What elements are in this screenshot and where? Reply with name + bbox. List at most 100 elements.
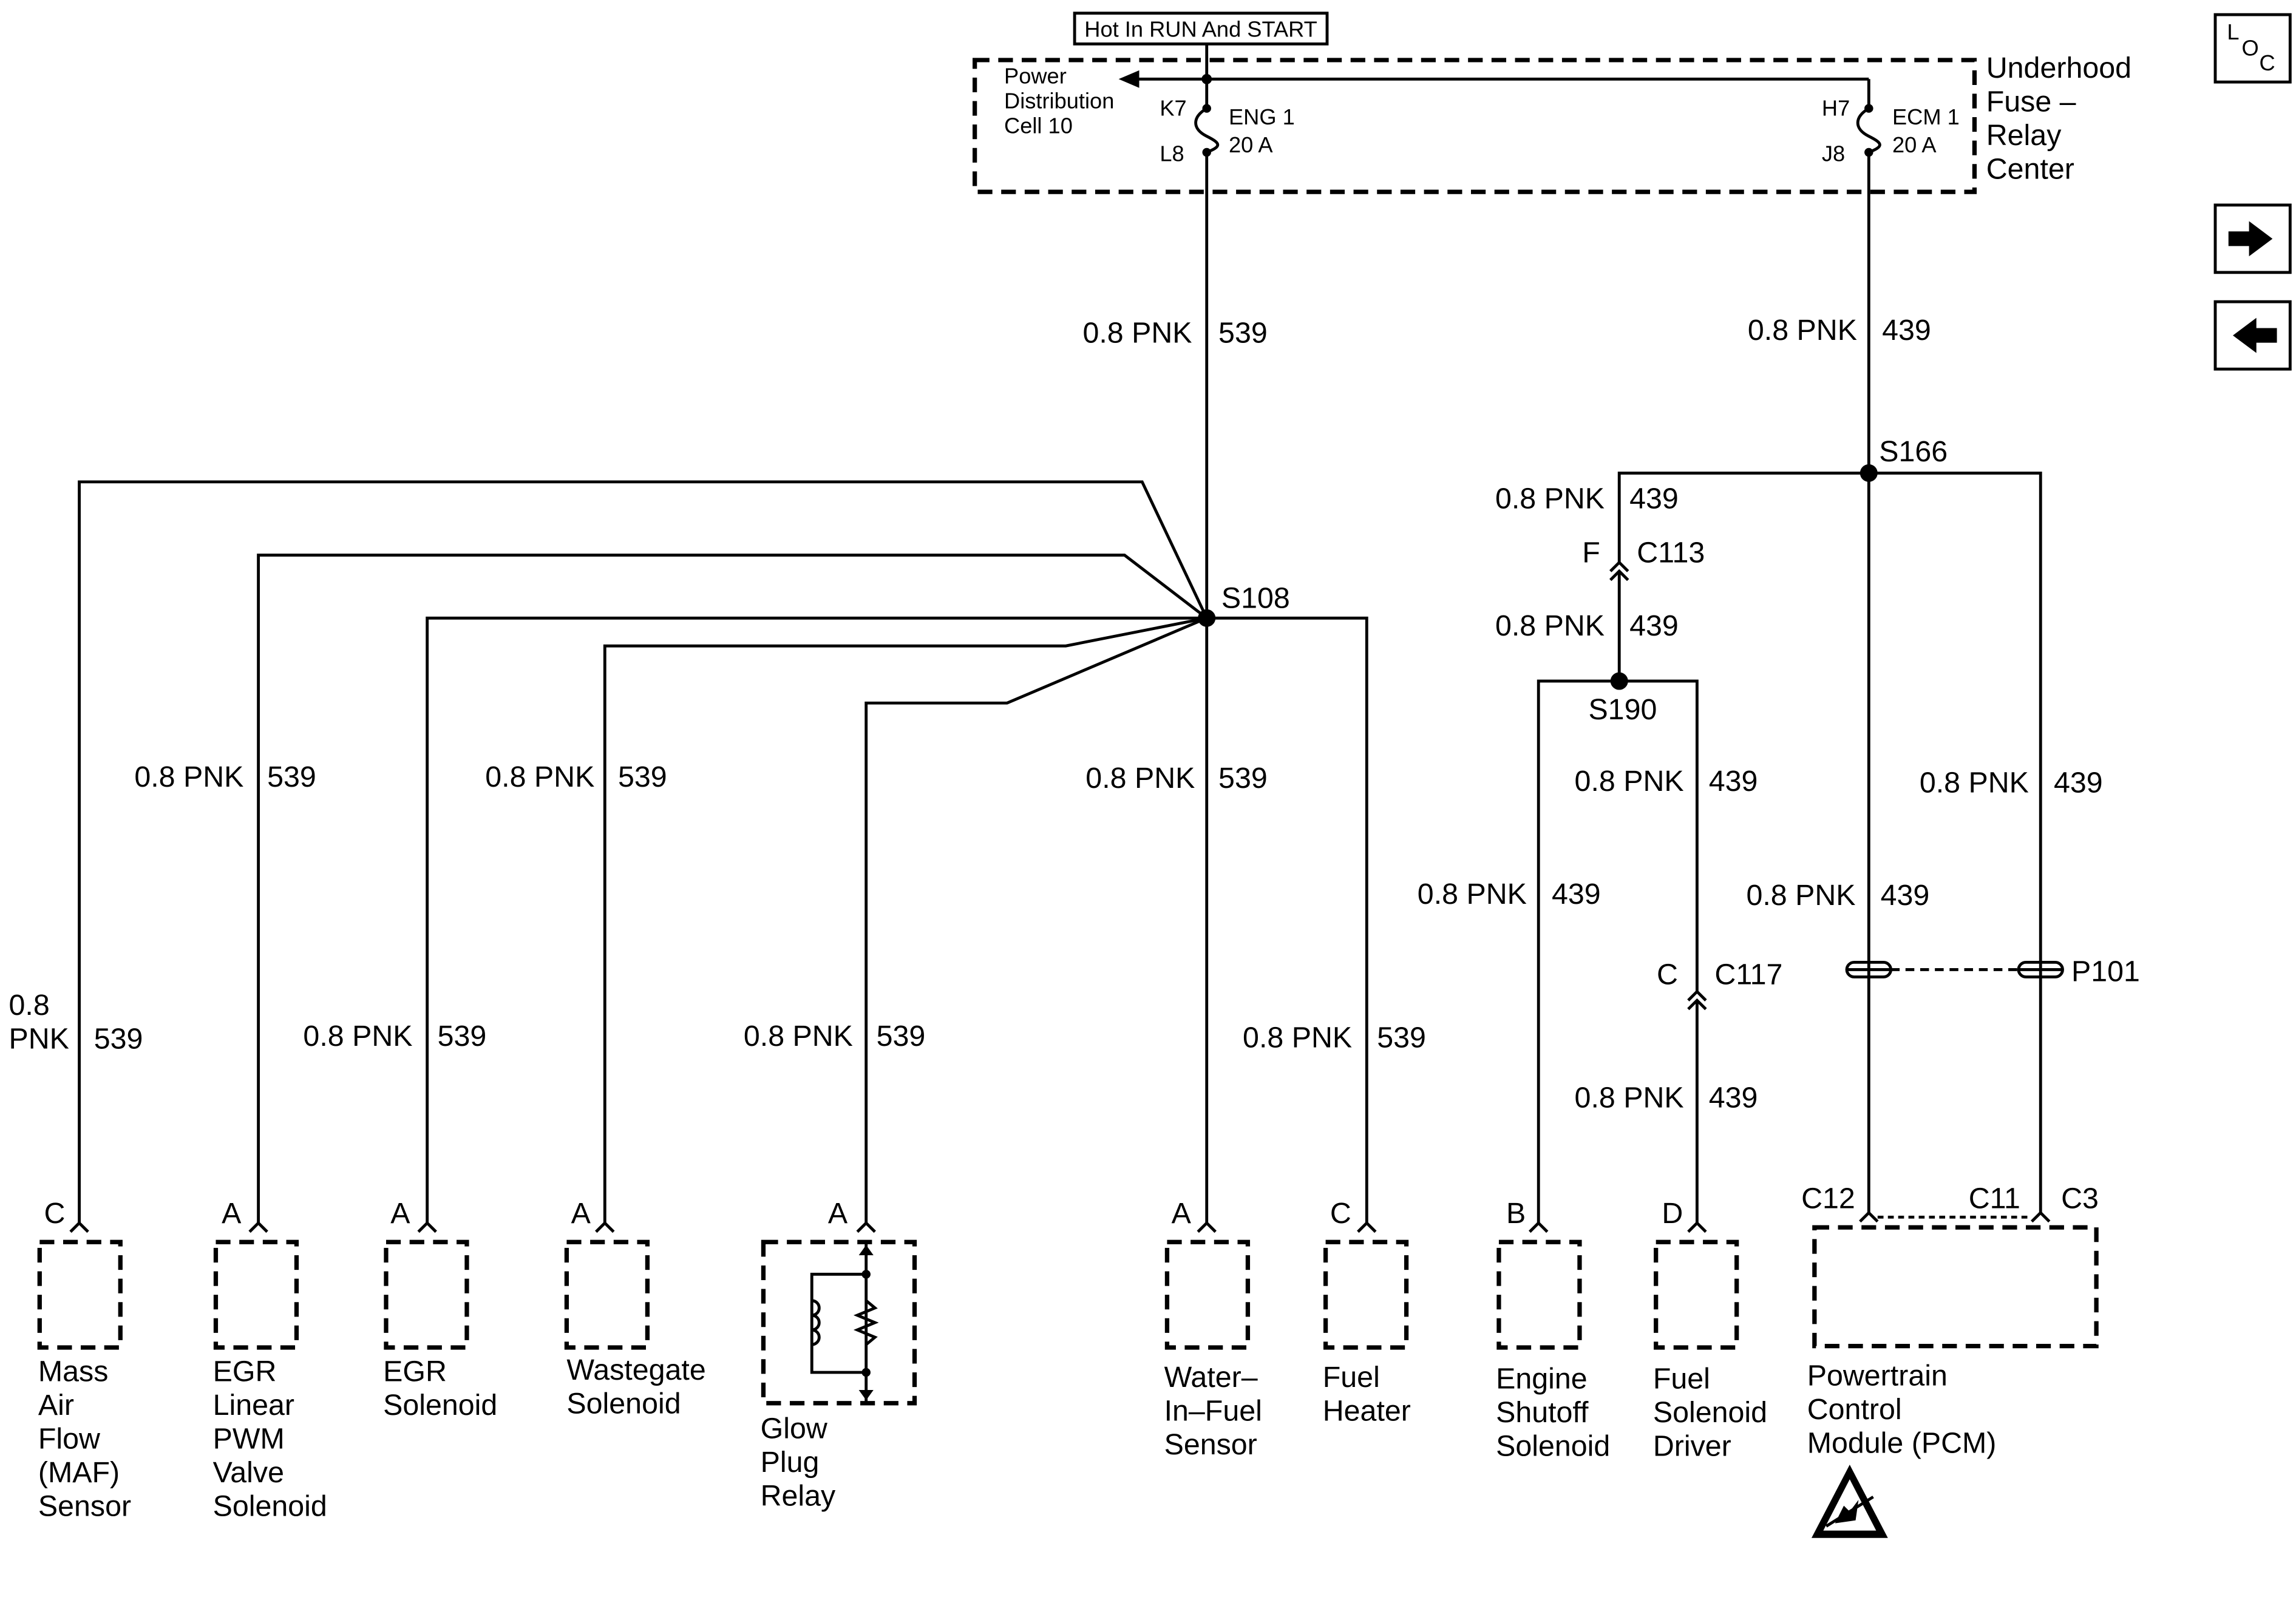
fuse-center-title-line: Relay — [1986, 119, 2062, 152]
fuse-eng1: K7 L8 ENG 1 20 A — [1160, 79, 1295, 166]
wire-439-pcm-c3 — [1869, 472, 2042, 1213]
wire-circuit-label: 539 — [438, 1020, 487, 1053]
component-egr-pwm-valve[interactable]: A EGR Linear PWM Valve Solenoid — [213, 1197, 327, 1523]
svg-text:L: L — [2227, 19, 2239, 44]
wire-circuit-label: 439 — [1709, 765, 1758, 798]
component-label: Fuel — [1323, 1361, 1380, 1394]
component-label: Flow — [38, 1423, 100, 1456]
wire-circuit-label: 439 — [1881, 879, 1930, 912]
wire-color-label: 0.8 PNK — [1243, 1021, 1352, 1054]
wire-color-label: 0.8 PNK — [744, 1020, 853, 1053]
wire-circuit-label: 439 — [1882, 314, 1931, 347]
component-pcm[interactable]: C12 C11 C3 Powertrain Control Module (PC… — [1801, 1182, 2099, 1538]
component-label: PWM — [213, 1423, 285, 1456]
wire-439-shutoff — [1537, 679, 1620, 1223]
connector-pin: C — [1657, 958, 1678, 991]
loc-icon[interactable]: L O C — [2213, 13, 2292, 84]
wire-color-label: 0.8 PNK — [1418, 878, 1527, 910]
wire-circuit-label: 439 — [1629, 609, 1679, 642]
splice-label-s166: S166 — [1879, 435, 1948, 468]
fuse-rating: 20 A — [1229, 132, 1273, 157]
connector-label: P101 — [2071, 955, 2140, 988]
connector-p101: P101 — [1845, 955, 2140, 988]
splice-label-s190: S190 — [1588, 693, 1657, 726]
component-label: Engine — [1496, 1363, 1588, 1395]
svg-text:C: C — [2260, 50, 2275, 75]
wire-circuit-label: 439 — [1709, 1081, 1758, 1114]
svg-text:O: O — [2242, 36, 2259, 61]
connector-c117: C C117 — [1657, 958, 1782, 1011]
power-distribution-label: Power Distribution Cell 10 — [1004, 64, 1114, 138]
wire-circuit-label: 539 — [1377, 1021, 1426, 1054]
connector-label: C117 — [1714, 958, 1782, 991]
wire-color-label: 0.8 PNK — [134, 761, 243, 793]
pin-label: A — [390, 1197, 410, 1230]
arrow-left-icon[interactable] — [2213, 300, 2292, 371]
pdc-arrow-icon — [1118, 70, 1140, 88]
pin-label: A — [222, 1197, 242, 1230]
wire-color-label: 0.8 PNK — [1920, 767, 2029, 799]
wire-539-heater — [1206, 616, 1368, 1223]
wire-color-label: 0.8 PNK — [1746, 879, 1855, 912]
component-label: Solenoid — [1496, 1430, 1610, 1463]
component-water-in-fuel-sensor[interactable]: A Water– In–Fuel Sensor — [1164, 1197, 1262, 1461]
pcm-pin-label: C3 — [2061, 1182, 2099, 1215]
wire-circuit-label: 539 — [1218, 317, 1268, 350]
fuse-center-title-line: Underhood — [1986, 52, 2131, 84]
wire-circuit-label: 439 — [1629, 482, 1679, 515]
component-maf[interactable]: C Mass Air Flow (MAF) Sensor — [37, 1197, 131, 1523]
wire-539-glow — [864, 617, 1207, 1223]
fuse-pin-label: H7 — [1822, 96, 1850, 121]
component-label: Driver — [1653, 1430, 1731, 1463]
fuse-center-title-line: Fuse – — [1986, 85, 2076, 118]
component-egr-solenoid[interactable]: A EGR Solenoid — [383, 1197, 497, 1422]
component-label: Plug — [761, 1446, 820, 1479]
fuse-pin-label: L8 — [1160, 141, 1184, 166]
pcm-pin-label: C12 — [1801, 1182, 1855, 1215]
component-glow-plug-relay[interactable]: A Glow Plug Relay — [761, 1197, 917, 1513]
underhood-fuse-box — [973, 58, 1977, 194]
fuse-center-title-line: Center — [1986, 152, 2074, 185]
component-label: Solenoid — [1653, 1396, 1767, 1429]
component-label: Glow — [761, 1412, 827, 1445]
underhood-fuse-title: Underhood Fuse – Relay Center — [1986, 52, 2131, 185]
pin-label: D — [1662, 1197, 1683, 1230]
wire-color-label: 0.8 — [9, 989, 50, 1022]
wire-color-label: 0.8 PNK — [1575, 765, 1684, 798]
wire-color-label: 0.8 PNK — [1082, 317, 1192, 350]
component-fuel-solenoid-driver[interactable]: D Fuel Solenoid Driver — [1653, 1197, 1767, 1463]
component-label: In–Fuel — [1164, 1395, 1262, 1428]
wire-circuit-label: 539 — [1218, 762, 1268, 795]
esd-warning-icon — [1812, 1465, 1888, 1538]
hot-label-box — [1073, 12, 1329, 46]
wire-circuit-label: 539 — [94, 1023, 143, 1056]
arrow-right-icon[interactable] — [2213, 203, 2292, 274]
component-label: Sensor — [1164, 1428, 1257, 1461]
component-wastegate-solenoid[interactable]: A Wastegate Solenoid — [564, 1197, 706, 1420]
component-fuel-heater[interactable]: C Fuel Heater — [1323, 1197, 1411, 1428]
wire-color-label: 0.8 PNK — [1085, 762, 1195, 795]
component-engine-shutoff-solenoid[interactable]: B Engine Shutoff Solenoid — [1496, 1197, 1610, 1463]
connector-pin: F — [1582, 537, 1600, 569]
wire-circuit-label: 539 — [877, 1020, 926, 1053]
component-label: EGR — [213, 1355, 277, 1388]
fuse-pin-label: J8 — [1822, 141, 1845, 166]
component-label: Module (PCM) — [1807, 1427, 1997, 1460]
pin-label: A — [571, 1197, 591, 1230]
component-label: EGR — [383, 1355, 447, 1388]
wire-539-maf — [78, 480, 1208, 1223]
pin-label: C — [44, 1197, 66, 1230]
wire-color-label: 0.8 PNK — [1748, 314, 1857, 347]
pdc-line: Cell 10 — [1004, 114, 1073, 138]
component-label: (MAF) — [38, 1456, 120, 1489]
wire-circuit-label: 439 — [2054, 767, 2103, 799]
component-label: Fuel — [1653, 1363, 1710, 1395]
wire-color-label: 0.8 PNK — [1575, 1081, 1684, 1114]
pin-label: B — [1506, 1197, 1526, 1230]
pin-label: A — [1172, 1197, 1192, 1230]
pin-label: C — [1330, 1197, 1351, 1230]
connector-c113: F C113 — [1582, 537, 1705, 581]
component-label: Shutoff — [1496, 1396, 1589, 1429]
component-label: Sensor — [38, 1490, 131, 1523]
